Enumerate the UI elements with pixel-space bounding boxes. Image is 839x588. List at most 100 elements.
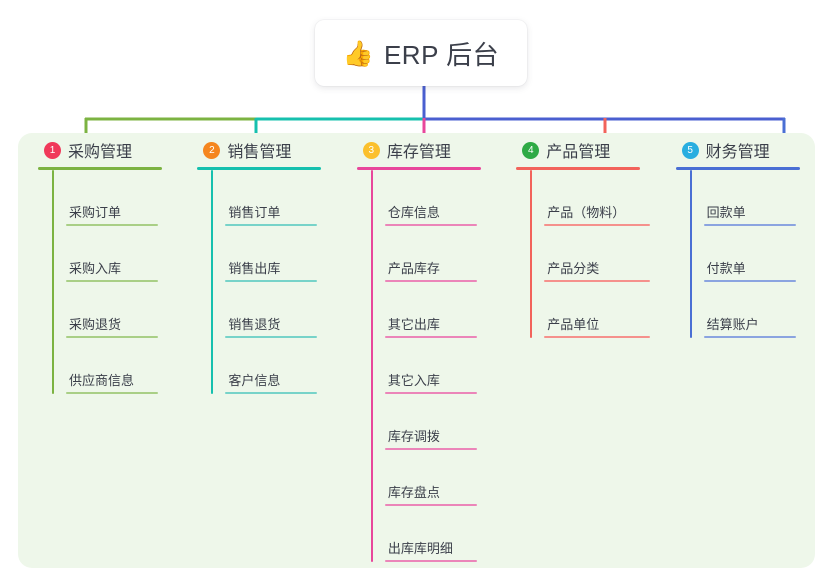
branch-item-underline <box>544 224 651 226</box>
branch-item-underline <box>66 280 158 282</box>
branch-item-underline <box>544 336 651 338</box>
branch-item[interactable]: 付款单 <box>703 226 796 282</box>
branch-column-3: 3 库存管理仓库信息产品库存其它出库其它入库库存调拨库存盘点出库库明细 <box>337 133 496 568</box>
branch-item-label: 客户信息 <box>228 373 281 388</box>
branch-item-list: 销售订单销售出库销售退货客户信息 <box>197 170 336 394</box>
branch-columns: 1 采购管理采购订单采购入库采购退货供应商信息 2 销售管理销售订单销售出库销售退货客… <box>18 133 815 568</box>
branch-item-label: 采购退货 <box>69 317 122 332</box>
branch-title: 财务管理 <box>705 144 770 161</box>
branch-item-underline <box>544 280 651 282</box>
branch-item-underline <box>225 280 318 282</box>
branch-item-underline <box>384 280 477 282</box>
branch-item[interactable]: 供应商信息 <box>66 338 158 394</box>
branch-item[interactable]: 销售出库 <box>225 226 318 282</box>
branch-header-1[interactable]: 1 采购管理 <box>38 133 177 167</box>
branch-header-3[interactable]: 3 库存管理 <box>357 133 496 167</box>
branch-title: 库存管理 <box>386 144 451 161</box>
branch-item-label: 产品（物料） <box>547 205 626 220</box>
branch-item[interactable]: 回款单 <box>703 170 796 226</box>
branch-item-underline <box>703 280 796 282</box>
branch-item[interactable]: 采购退货 <box>66 282 158 338</box>
branch-item-underline <box>703 224 796 226</box>
branch-item-underline <box>66 224 158 226</box>
branch-title: 产品管理 <box>546 144 611 161</box>
thumbs-up-icon: 👍 <box>342 38 374 68</box>
branch-item-underline <box>225 224 318 226</box>
branch-item[interactable]: 销售退货 <box>225 282 318 338</box>
branch-column-4: 4 产品管理产品（物料） 产品分类产品单位 <box>496 133 655 568</box>
branch-item-underline <box>384 336 477 338</box>
branch-title: 采购管理 <box>68 144 133 161</box>
branch-item-label: 结算账户 <box>706 317 759 332</box>
branch-column-1: 1 采购管理采购订单采购入库采购退货供应商信息 <box>18 133 177 568</box>
branch-item-label: 采购入库 <box>69 261 122 276</box>
branch-item[interactable]: 库存盘点 <box>384 450 477 506</box>
branch-item[interactable]: 产品（物料） <box>544 170 651 226</box>
branch-item-label: 其它入库 <box>387 373 440 388</box>
branch-item-label: 产品分类 <box>547 261 600 276</box>
branch-item-label: 出库库明细 <box>387 541 453 556</box>
branch-spine <box>530 170 533 338</box>
branch-item-label: 库存盘点 <box>387 485 440 500</box>
branch-item-underline <box>703 336 796 338</box>
branch-number-badge: 3 <box>362 141 380 159</box>
branch-column-5: 5 财务管理回款单付款单结算账户 <box>656 133 815 568</box>
branch-header-5[interactable]: 5 财务管理 <box>676 133 815 167</box>
branch-number-badge: 4 <box>522 141 540 159</box>
branch-item-list: 采购订单采购入库采购退货供应商信息 <box>38 170 177 394</box>
branch-item-underline <box>384 560 477 562</box>
branch-item-label: 产品库存 <box>387 261 440 276</box>
branch-item-list: 仓库信息产品库存其它出库其它入库库存调拨库存盘点出库库明细 <box>357 170 496 562</box>
branch-underline <box>356 167 481 170</box>
branch-item-label: 销售出库 <box>228 261 281 276</box>
branch-spine <box>52 170 54 394</box>
branch-item-label: 付款单 <box>706 261 746 276</box>
branch-underline <box>516 167 641 170</box>
branch-item-underline <box>225 336 318 338</box>
branch-item-label: 库存调拨 <box>387 429 440 444</box>
branch-column-2: 2 销售管理销售订单销售出库销售退货客户信息 <box>177 133 336 568</box>
branch-item-label: 其它出库 <box>387 317 440 332</box>
branch-item[interactable]: 结算账户 <box>703 282 796 338</box>
branch-title: 销售管理 <box>227 144 292 161</box>
branch-item-list: 回款单付款单结算账户 <box>676 170 815 338</box>
branch-item[interactable]: 仓库信息 <box>384 170 477 226</box>
branch-item-label: 采购订单 <box>69 205 122 220</box>
branch-number-badge: 2 <box>203 141 221 159</box>
branch-item[interactable]: 库存调拨 <box>384 394 477 450</box>
branch-item[interactable]: 出库库明细 <box>384 506 477 562</box>
root-node[interactable]: 👍 ERP 后台 <box>315 20 527 86</box>
branch-item[interactable]: 产品单位 <box>544 282 651 338</box>
branch-item-label: 回款单 <box>706 205 746 220</box>
branch-item-label: 销售退货 <box>228 317 281 332</box>
branch-item-underline <box>384 504 477 506</box>
branch-underline <box>197 167 322 170</box>
branch-item-label: 销售订单 <box>228 205 281 220</box>
branch-underline <box>38 167 162 170</box>
branch-item[interactable]: 产品分类 <box>544 226 651 282</box>
branch-item-label: 供应商信息 <box>69 373 135 388</box>
branch-item-underline <box>384 448 477 450</box>
root-node-title: ERP 后台 <box>383 39 500 70</box>
branch-header-2[interactable]: 2 销售管理 <box>197 133 336 167</box>
branch-underline <box>675 167 800 170</box>
branch-item[interactable]: 客户信息 <box>225 338 318 394</box>
branch-item[interactable]: 产品库存 <box>384 226 477 282</box>
branch-item-underline <box>384 392 477 394</box>
branch-item[interactable]: 采购订单 <box>66 170 158 226</box>
branch-item-label: 仓库信息 <box>387 205 440 220</box>
branch-item-underline <box>225 392 318 394</box>
branch-number-badge: 1 <box>44 141 61 159</box>
branch-item[interactable]: 其它出库 <box>384 282 477 338</box>
branch-item-list: 产品（物料） 产品分类产品单位 <box>516 170 655 338</box>
branch-spine <box>211 170 214 394</box>
branch-header-4[interactable]: 4 产品管理 <box>516 133 655 167</box>
branch-number-badge: 5 <box>681 141 699 159</box>
branches-panel <box>18 133 815 568</box>
branch-item[interactable]: 采购入库 <box>66 226 158 282</box>
branch-item-label: 产品单位 <box>547 317 600 332</box>
branch-spine <box>370 170 373 562</box>
branch-item[interactable]: 其它入库 <box>384 338 477 394</box>
branch-item[interactable]: 销售订单 <box>225 170 318 226</box>
